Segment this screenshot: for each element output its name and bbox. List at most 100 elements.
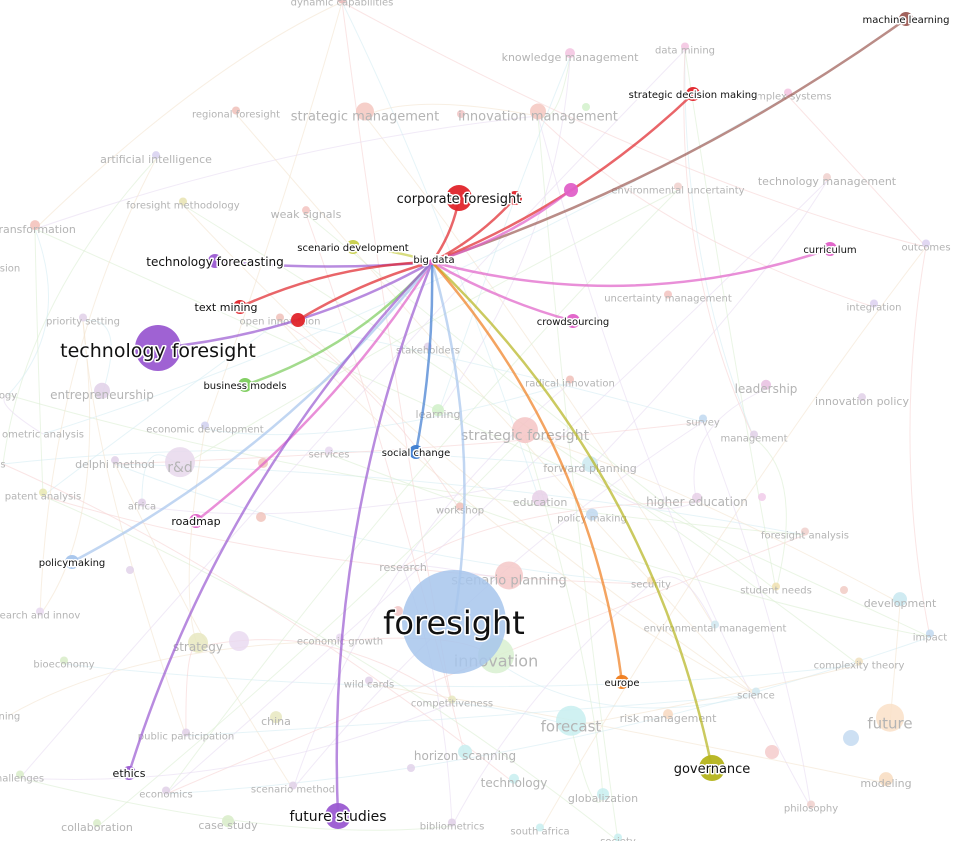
faded-node-integration[interactable]: [870, 299, 878, 308]
faded-node-strategy[interactable]: [188, 632, 208, 653]
faded-node-society[interactable]: [614, 833, 622, 841]
faded-node-dynamic-capabilities[interactable]: [337, 0, 347, 4]
faded-node-learning[interactable]: [432, 404, 444, 417]
node-corporate-foresight[interactable]: [446, 185, 472, 211]
node-curriculum[interactable]: [823, 242, 837, 256]
node-text-mining[interactable]: [233, 300, 247, 314]
faded-node-forward-planning[interactable]: [582, 456, 598, 473]
faded-edge: [693, 388, 767, 503]
node-roadmap[interactable]: [189, 514, 203, 528]
faded-node-philosophy[interactable]: [807, 800, 815, 809]
faded-node-economics[interactable]: [162, 786, 170, 795]
faded-node-higher-education[interactable]: [692, 492, 702, 503]
edge-big-data-roadmap: [195, 261, 434, 522]
faded-node-foresight-analysis[interactable]: [801, 527, 809, 536]
faded-node-scenario-method[interactable]: [289, 781, 297, 790]
faded-node-risk-management[interactable]: [663, 709, 673, 720]
faded-node-science[interactable]: [752, 687, 760, 696]
faded-node-technology[interactable]: [509, 773, 519, 784]
node-technology-foresight[interactable]: [135, 325, 181, 371]
faded-node-complexity-theory[interactable]: [855, 657, 863, 666]
faded-label-innovation-policy: innovation policy: [815, 395, 909, 408]
node-crowdsourcing[interactable]: [566, 314, 580, 328]
faded-node-foresight-methodology[interactable]: [179, 197, 187, 206]
faded-node-scenario-planning[interactable]: [495, 561, 523, 590]
node-technology-forecasting[interactable]: [208, 254, 222, 268]
faded-node-transformation[interactable]: [30, 220, 40, 231]
faded-node-policy-making[interactable]: [586, 508, 598, 521]
faded-node-patent-analysis[interactable]: [39, 488, 47, 497]
node-machine-learning[interactable]: [899, 12, 913, 26]
faded-node-survey[interactable]: [699, 414, 707, 423]
faded-node-public-participation[interactable]: [182, 728, 190, 737]
faded-node-impact[interactable]: [926, 629, 934, 638]
faded-node-innovation-management[interactable]: [530, 103, 546, 120]
faded-edge: [364, 115, 716, 629]
faded-node-strategic-foresight[interactable]: [512, 417, 538, 444]
faded-node-student-needs[interactable]: [772, 582, 780, 591]
faded-node-knowledge-management[interactable]: [565, 48, 575, 59]
faded-node-open-innovation[interactable]: [276, 313, 284, 322]
faded-node-services[interactable]: [325, 446, 333, 455]
faded-node-data-mining[interactable]: [681, 42, 689, 51]
faded-node-environmental-uncertainty[interactable]: [674, 182, 682, 191]
faded-node-outcomes[interactable]: [922, 239, 930, 248]
node-unlabeled-red-2[interactable]: [291, 313, 305, 327]
faded-node-future[interactable]: [876, 703, 904, 732]
faded-node-regional-foresight[interactable]: [232, 106, 240, 115]
node-europe[interactable]: [615, 675, 629, 689]
faded-node-china[interactable]: [270, 711, 282, 724]
faded-node-environmental-management[interactable]: [711, 620, 719, 629]
node-foresight[interactable]: [402, 570, 506, 674]
faded-node-management[interactable]: [750, 430, 758, 439]
node-ethics[interactable]: [122, 766, 136, 780]
faded-node-development[interactable]: [893, 592, 907, 607]
faded-node-south-africa[interactable]: [536, 823, 544, 832]
faded-node-wild-cards[interactable]: [365, 676, 373, 685]
faded-node-modeling[interactable]: [879, 772, 893, 787]
node-future-studies[interactable]: [325, 803, 351, 829]
faded-label-impact: impact: [913, 633, 947, 644]
node-unlabeled-red-1[interactable]: [508, 191, 522, 205]
faded-node-artificial-intelligence[interactable]: [152, 151, 160, 160]
edge-big-data-unlabeled-pink: [431, 189, 572, 264]
faded-node-africa[interactable]: [138, 498, 146, 507]
faded-node-technology-management[interactable]: [823, 173, 831, 182]
node-social-change[interactable]: [409, 445, 423, 459]
faded-node-collaboration[interactable]: [93, 819, 101, 828]
faded-node-delphi-method[interactable]: [111, 456, 119, 465]
faded-label-dynamic-capabilities: dynamic capabilities: [291, 0, 394, 9]
faded-node-strategic-management[interactable]: [356, 102, 374, 121]
faded-node-forecast[interactable]: [556, 705, 586, 736]
faded-node-innovation-policy[interactable]: [858, 393, 866, 402]
node-strategic-decision-making[interactable]: [686, 87, 700, 101]
faded-node-entrepreneurship[interactable]: [94, 382, 110, 399]
faded-edge: [42, 320, 281, 497]
faded-node-r-d[interactable]: [165, 447, 195, 478]
faded-node-bibliometrics[interactable]: [448, 818, 456, 827]
faded-node-priority-setting[interactable]: [79, 313, 87, 322]
node-unlabeled-pink[interactable]: [564, 183, 578, 197]
faded-node-weak-signals[interactable]: [302, 206, 310, 215]
faded-node-economic-development[interactable]: [201, 421, 209, 430]
faded-node-case-study[interactable]: [222, 815, 234, 828]
faded-node-radical-innovation[interactable]: [566, 375, 574, 384]
node-policymaking[interactable]: [65, 555, 79, 569]
faded-node-globalization[interactable]: [597, 788, 609, 801]
node-business-models[interactable]: [238, 378, 252, 392]
faded-node-competitiveness[interactable]: [448, 695, 456, 704]
faded-node-hallenges[interactable]: [16, 770, 24, 779]
faded-node-bioeconomy[interactable]: [60, 656, 68, 665]
label-halo-technology-forecasting: technology forecasting: [146, 255, 284, 269]
node-governance[interactable]: [699, 755, 725, 781]
faded-label-data-mining: data mining: [655, 46, 715, 57]
faded-node-uncertainty-management[interactable]: [664, 290, 672, 299]
faded-node-education[interactable]: [532, 490, 548, 507]
faded-node-earch-and-innov[interactable]: [36, 607, 44, 616]
node-scenario-development[interactable]: [346, 240, 360, 254]
faded-label-scenario-method: scenario method: [251, 785, 335, 796]
faded-node-leadership[interactable]: [761, 379, 771, 390]
node-big-data[interactable]: [429, 259, 435, 265]
faded-node-horizon-scanning[interactable]: [458, 744, 472, 759]
faded-node-workshop[interactable]: [456, 502, 464, 511]
